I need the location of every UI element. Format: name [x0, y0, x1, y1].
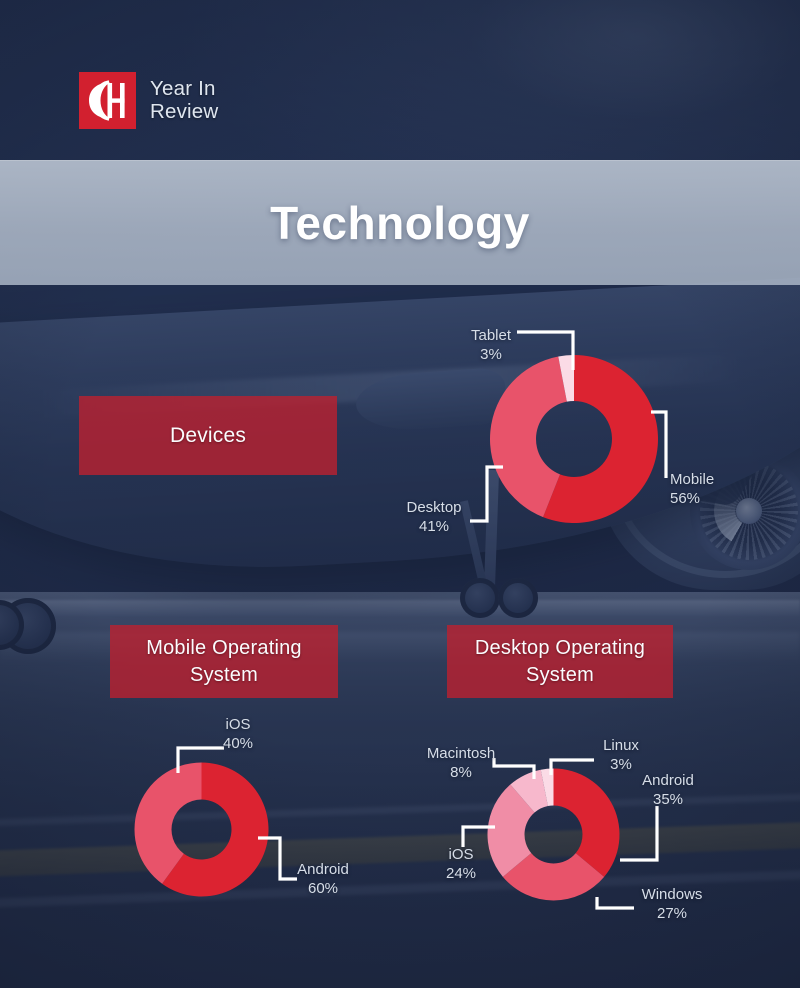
section-header-mobile-os: Mobile Operating System	[110, 625, 338, 698]
desktop-os-label-windows-name: Windows	[641, 886, 703, 903]
devices-donut-chart	[489, 355, 658, 523]
mobile-os-label-android-name: Android	[297, 861, 349, 878]
desktop-os-label-windows: Windows 27%	[633, 885, 711, 923]
devices-donut-svg	[489, 355, 658, 523]
desktop-os-label-ios-name: iOS	[448, 846, 474, 863]
slice-ios	[487, 784, 535, 877]
desktop-os-label-macintosh-name: Macintosh	[426, 745, 496, 762]
section-header-desktop-os-label: Desktop Operating System	[475, 635, 645, 688]
desktop-os-label-macintosh: Macintosh 8%	[418, 744, 504, 782]
slice-android	[162, 762, 269, 897]
mobile-os-label-line-2: System	[190, 663, 258, 686]
devices-label-mobile: Mobile 56%	[670, 470, 742, 508]
desktop-os-label-line-1: Desktop Operating	[474, 637, 646, 660]
devices-label-mobile-name: Mobile	[670, 471, 715, 488]
desktop-os-label-linux-name: Linux	[603, 737, 639, 754]
desktop-os-label-android-name: Android	[642, 772, 694, 789]
slice-android	[553, 768, 620, 877]
ch-monogram-logo-icon	[79, 72, 136, 129]
devices-label-tablet-value: 3%	[480, 346, 502, 364]
mobile-os-label-ios: iOS 40%	[208, 715, 268, 753]
brand-line-1: Year In	[150, 76, 216, 100]
devices-label-tablet: Tablet 3%	[456, 326, 526, 364]
mobile-os-label-ios-name: iOS	[225, 716, 251, 733]
desktop-os-label-ios: iOS 24%	[436, 845, 486, 883]
mobile-os-donut-svg	[134, 762, 269, 897]
desktop-os-label-linux-value: 3%	[610, 756, 632, 774]
mobile-os-label-android: Android 60%	[288, 860, 358, 898]
slice-linux	[540, 768, 554, 807]
mobile-os-label-line-1: Mobile Operating	[146, 637, 302, 660]
devices-label-desktop-name: Desktop	[406, 499, 462, 516]
section-header-devices-label: Devices	[169, 423, 247, 447]
header: Year In Review	[0, 0, 800, 160]
slice-macintosh	[510, 769, 548, 813]
devices-label-mobile-value: 56%	[670, 490, 701, 508]
desktop-os-label-linux: Linux 3%	[597, 736, 645, 774]
desktop-os-label-android-value: 35%	[652, 791, 684, 809]
desktop-os-label-ios-value: 24%	[445, 865, 477, 883]
mobile-os-donut-chart	[134, 762, 269, 897]
desktop-os-label-macintosh-value: 8%	[450, 764, 472, 782]
mobile-os-label-ios-value: 40%	[222, 735, 254, 753]
desktop-os-label-android: Android 35%	[634, 771, 702, 809]
section-header-devices: Devices	[79, 396, 337, 475]
brand-name: Year In Review	[150, 76, 219, 124]
mobile-os-label-android-value: 60%	[307, 880, 339, 898]
slice-ios	[134, 762, 202, 884]
slice-desktop	[489, 356, 567, 518]
slice-windows	[502, 853, 605, 901]
desktop-os-label-windows-value: 27%	[656, 905, 688, 923]
page-title: Technology	[270, 196, 530, 249]
slice-mobile	[543, 355, 658, 523]
devices-label-desktop: Desktop 41%	[400, 498, 468, 536]
desktop-os-donut-chart	[487, 768, 620, 901]
devices-label-desktop-value: 41%	[418, 518, 450, 536]
desktop-os-donut-svg	[487, 768, 620, 901]
devices-label-tablet-name: Tablet	[470, 327, 512, 344]
desktop-os-label-line-2: System	[526, 663, 594, 686]
brand-logo: Year In Review	[79, 72, 218, 129]
title-banner: Technology	[0, 160, 800, 285]
section-header-desktop-os: Desktop Operating System	[447, 625, 673, 698]
section-header-mobile-os-label: Mobile Operating System	[146, 635, 302, 688]
brand-line-2: Review	[150, 99, 219, 123]
